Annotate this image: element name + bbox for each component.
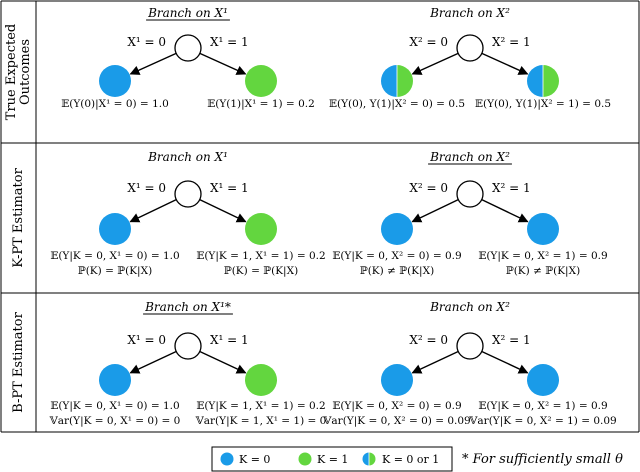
leaf-node-left-left-half bbox=[381, 65, 397, 97]
leaf-node-left bbox=[99, 65, 131, 97]
leaf-caption-right: 𝕍ar(Y|K = 0, X² = 1) = 0.09 bbox=[468, 415, 616, 428]
edge-label-left: X¹ = 0 bbox=[127, 181, 166, 195]
leaf-caption-right: 𝔼(Y|K = 0, X² = 1) = 0.9 bbox=[478, 250, 607, 263]
tree-title: Branch on X² bbox=[429, 300, 510, 314]
row-3: B-PT Estimator Branch on X¹* X¹ = 0 X¹ = 1 𝔼… bbox=[11, 300, 617, 428]
tree-edge bbox=[199, 350, 247, 374]
tree-row1-2: Branch on X² X² = 0 X² = 1 𝔼(Y(0), Y(1)|X² … bbox=[329, 6, 611, 111]
leaf-node-left bbox=[381, 213, 413, 245]
tree-title: Branch on X¹ bbox=[147, 150, 228, 164]
edge-label-left: X² = 0 bbox=[409, 35, 448, 49]
leaf-caption-left: ℙ(K) = ℙ(K|X) bbox=[78, 265, 152, 278]
legend-k0-swatch bbox=[220, 452, 234, 466]
leaf-node-right bbox=[245, 65, 277, 97]
leaf-caption-right: ℙ(K) = ℙ(K|X) bbox=[224, 265, 298, 278]
leaf-caption-left: 𝔼(Y(0)|X¹ = 0) = 1.0 bbox=[61, 98, 169, 111]
leaf-caption-right: 𝔼(Y(1)|X¹ = 1) = 0.2 bbox=[207, 98, 315, 111]
tree-edge bbox=[199, 198, 247, 223]
row-title-line: True Expected bbox=[4, 24, 19, 120]
edge-label-right: X¹ = 1 bbox=[210, 333, 249, 347]
leaf-node-right-right-half bbox=[543, 65, 559, 97]
leaf-caption-left: 𝔼(Y|K = 0, X² = 0) = 0.9 bbox=[332, 250, 461, 263]
leaf-caption-left: 𝔼(Y|K = 0, X¹ = 0) = 1.0 bbox=[50, 250, 179, 263]
edge-label-left: X² = 0 bbox=[409, 333, 448, 347]
legend-split-node-left-half bbox=[362, 452, 369, 466]
root-node bbox=[456, 34, 484, 62]
footnote: * For sufficiently small θ bbox=[462, 452, 623, 467]
leaf-caption-right: 𝔼(Y|K = 1, X¹ = 1) = 0.2 bbox=[196, 400, 325, 413]
tree-edge bbox=[129, 198, 177, 223]
legend-k1-label: K = 1 bbox=[317, 453, 348, 466]
edge-label-right: X¹ = 1 bbox=[210, 181, 249, 195]
tree-row3-2: Branch on X² X² = 0 X² = 1 𝔼(Y|K = 0, X² = … bbox=[322, 300, 616, 428]
leaf-node-right bbox=[245, 364, 277, 396]
row-title-line: Outcomes bbox=[18, 39, 33, 105]
legend-split-label: K = 0 or 1 bbox=[382, 453, 439, 466]
leaf-caption-left: 𝔼(Y|K = 0, X² = 0) = 0.9 bbox=[332, 400, 461, 413]
tree-edge bbox=[481, 52, 529, 75]
leaf-node-left bbox=[99, 213, 131, 245]
row-2: K-PT Estimator Branch on X¹ X¹ = 0 X¹ = 1 𝔼(… bbox=[11, 150, 608, 278]
tree-title: Branch on X² bbox=[429, 6, 510, 20]
leaf-caption-right: 𝔼(Y|K = 0, X² = 1) = 0.9 bbox=[478, 400, 607, 413]
legend-box bbox=[211, 446, 453, 472]
tree-title: Branch on X² bbox=[429, 150, 510, 164]
leaf-caption-left: 𝕍ar(Y|K = 0, X² = 0) = 0.09 bbox=[322, 415, 470, 428]
tree-edge bbox=[199, 52, 247, 75]
leaf-node-right bbox=[245, 213, 277, 245]
leaf-caption-left: 𝔼(Y(0), Y(1)|X² = 0) = 0.5 bbox=[329, 98, 465, 111]
tree-edge bbox=[411, 198, 459, 223]
root-node bbox=[456, 180, 484, 208]
leaf-node-left-right-half bbox=[397, 65, 413, 97]
legend: K = 0 K = 1 K = 0 or 1 bbox=[211, 446, 453, 472]
leaf-caption-right: 𝕍ar(Y|K = 1, X¹ = 1) = 0 bbox=[195, 415, 327, 428]
row-title-line: B-PT Estimator bbox=[11, 311, 26, 412]
leaf-caption-left: ℙ(K) ≠ ℙ(K|X) bbox=[360, 265, 434, 278]
leaf-node-right bbox=[527, 65, 559, 97]
leaf-caption-right: 𝔼(Y|K = 1, X¹ = 1) = 0.2 bbox=[196, 250, 325, 263]
edge-label-left: X¹ = 0 bbox=[127, 35, 166, 49]
leaf-node-right bbox=[527, 364, 559, 396]
tree-row1-1: Branch on X¹ X¹ = 0 X¹ = 1 𝔼(Y(0)|X¹ = 0) =… bbox=[61, 6, 315, 111]
leaf-node-right bbox=[527, 213, 559, 245]
edge-label-right: X² = 1 bbox=[492, 181, 531, 195]
leaf-caption-right: ℙ(K) ≠ ℙ(K|X) bbox=[506, 265, 580, 278]
tree-edge bbox=[411, 350, 459, 374]
leaf-caption-left: 𝔼(Y|K = 0, X¹ = 0) = 1.0 bbox=[50, 400, 179, 413]
leaf-caption-left: 𝕍ar(Y|K = 0, X¹ = 0) = 0 bbox=[49, 415, 181, 428]
leaf-node-left bbox=[381, 364, 413, 396]
legend-split-swatch bbox=[362, 452, 376, 466]
edge-label-right: X² = 1 bbox=[492, 333, 531, 347]
root-node bbox=[456, 332, 484, 360]
root-node bbox=[174, 332, 202, 360]
tree-edge bbox=[411, 52, 459, 75]
legend-split-node bbox=[362, 452, 376, 466]
tree-edge bbox=[129, 52, 177, 75]
legend-split-node-right-half bbox=[369, 452, 376, 466]
tree-title: Branch on X¹* bbox=[144, 300, 231, 314]
edge-label-left: X² = 0 bbox=[409, 181, 448, 195]
root-node bbox=[174, 34, 202, 62]
tree-edge bbox=[481, 350, 529, 374]
legend-k1-swatch bbox=[298, 452, 312, 466]
leaf-caption-right: 𝔼(Y(0), Y(1)|X² = 1) = 0.5 bbox=[475, 98, 611, 111]
tree-title: Branch on X¹ bbox=[147, 6, 228, 20]
tree-edge bbox=[481, 198, 529, 223]
tree-edge bbox=[129, 350, 177, 374]
tree-row3-1: Branch on X¹* X¹ = 0 X¹ = 1 𝔼(Y|K = 0, X¹ =… bbox=[49, 300, 327, 428]
leaf-node-left bbox=[381, 65, 413, 97]
legend-k0-label: K = 0 bbox=[239, 453, 270, 466]
edge-label-right: X² = 1 bbox=[492, 35, 531, 49]
tree-row2-2: Branch on X² X² = 0 X² = 1 𝔼(Y|K = 0, X² = … bbox=[332, 150, 607, 278]
root-node bbox=[174, 180, 202, 208]
leaf-node-right-left-half bbox=[527, 65, 543, 97]
row-title-line: K-PT Estimator bbox=[11, 167, 26, 267]
edge-label-right: X¹ = 1 bbox=[210, 35, 249, 49]
tree-row2-1: Branch on X¹ X¹ = 0 X¹ = 1 𝔼(Y|K = 0, X¹ = … bbox=[50, 150, 325, 278]
leaf-node-left bbox=[99, 364, 131, 396]
edge-label-left: X¹ = 0 bbox=[127, 333, 166, 347]
